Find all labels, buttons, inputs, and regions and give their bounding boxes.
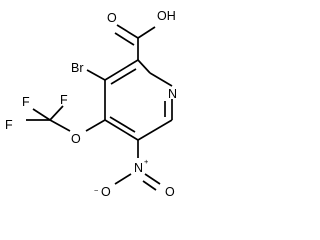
bond-carboxyl-hydroxyl (137, 26, 156, 39)
atom-hydroxyl: OH (157, 9, 176, 23)
atom-carbonyl-oxygen: O (107, 11, 117, 25)
atom-nitro-nitrogen: N (134, 161, 143, 175)
bond-nitro-oxygen-right (144, 173, 161, 185)
bond-nitro-oxygen-right-inner (142, 180, 157, 191)
bond-c2-n1-link (137, 59, 151, 74)
carboxylic-acid-group (114, 24, 156, 60)
bond-carboxyl-carbonyl-inner (114, 32, 135, 46)
pyridine-ring (104, 59, 173, 141)
bond-c6-c5 (137, 119, 173, 141)
atom-nitro-oxygen-right: O (165, 185, 175, 199)
atom-fluorine-top-left: F (22, 95, 30, 109)
bond-ether-oxygen-cf3 (49, 119, 71, 132)
trifluoromethoxy-group (26, 105, 106, 132)
bond-carboxyl-carbonyl (116, 24, 139, 39)
bond-c5-c4 (104, 119, 139, 141)
bond-c3-bromine (86, 69, 106, 81)
bond-c4-ether-oxygen (85, 119, 106, 132)
nitro-group (114, 140, 161, 191)
bond-cf3-fluorine-top-left (32, 108, 51, 121)
atom-bromine: Br (71, 61, 84, 75)
charge-nitro-nitrogen: + (144, 157, 149, 166)
atom-fluorine-left: F (5, 118, 13, 132)
chemical-structure: OH O Br N F F F O N + O − O (5, 9, 177, 199)
atom-nitro-oxygen-left: O (101, 185, 111, 199)
bond-nitro-oxygen-left (114, 173, 132, 185)
charge-nitro-oxygen-left: − (94, 186, 99, 195)
bond-c5-c4-inner (109, 116, 136, 133)
atom-fluorine-top-right: F (60, 93, 68, 107)
atom-ether-oxygen: O (71, 132, 81, 146)
bond-c3-c2 (104, 59, 139, 81)
atom-ring-nitrogen: N (168, 87, 177, 101)
bond-c3-c2-inner (110, 68, 137, 85)
bond-c2-n1 (149, 72, 173, 87)
bond-cf3-fluorine-top-right (49, 105, 64, 121)
